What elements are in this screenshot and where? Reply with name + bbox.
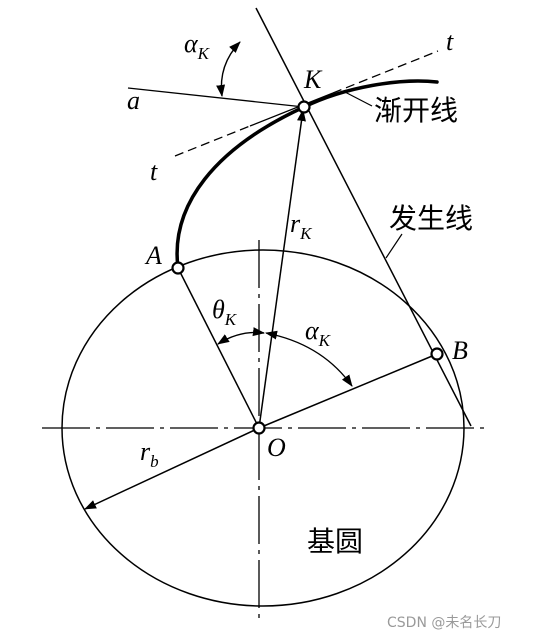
alpha-K-label-upper: αK (184, 29, 211, 63)
radius-rb-arrow (84, 427, 260, 510)
label-K: K (303, 65, 323, 94)
theta-K-label: θK (212, 295, 238, 329)
alpha-K-label-lower: αK (305, 316, 332, 350)
label-B: B (452, 336, 468, 365)
point-B-marker (430, 347, 444, 361)
rb-label: rb (140, 437, 159, 471)
radius-OA (177, 267, 260, 429)
label-t-upper: t (446, 27, 454, 56)
label-O: O (267, 433, 286, 462)
label-A: A (144, 241, 162, 270)
tangent-line-upper-dash (332, 50, 439, 94)
line-a (127, 87, 305, 108)
radius-OB (258, 353, 438, 429)
label-a: a (127, 86, 140, 115)
involute-label-leader (342, 90, 373, 107)
watermark: CSDN @未名长刀 (387, 615, 501, 631)
rK-label: rK (290, 209, 313, 243)
point-K-marker (297, 100, 311, 114)
alpha-K-arc-upper (216, 41, 241, 97)
generating-line-label-leader (385, 233, 403, 259)
generating-line-label: 发生线 (389, 202, 473, 235)
label-t-lower: t (150, 157, 158, 186)
tangent-line-lower-dash (174, 125, 251, 157)
involute-curve (175, 79, 439, 270)
involute-label: 渐开线 (374, 94, 458, 127)
point-O-marker (252, 421, 266, 435)
point-A-marker (171, 261, 185, 275)
base-circle-label: 基圆 (307, 525, 363, 558)
theta-K-arc (217, 327, 265, 345)
radius-rK-arrow (258, 109, 306, 429)
alpha-K-arc-lower (265, 330, 353, 387)
base-circle (61, 249, 465, 607)
